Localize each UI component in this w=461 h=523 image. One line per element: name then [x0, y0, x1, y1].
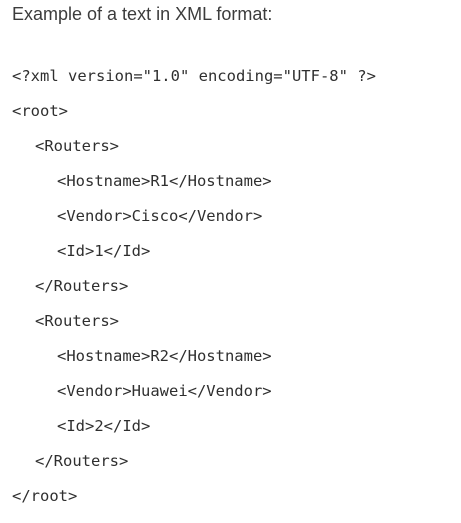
code-line-root-close: </root>	[12, 487, 78, 505]
code-line-routers-open: <Routers>	[35, 137, 119, 155]
code-line-routers-open: <Routers>	[35, 312, 119, 330]
code-line-vendor: <Vendor>Huawei</Vendor>	[57, 382, 272, 400]
code-line-routers-close: </Routers>	[35, 452, 129, 470]
code-line-hostname: <Hostname>R2</Hostname>	[57, 347, 272, 365]
code-line-hostname: <Hostname>R1</Hostname>	[57, 172, 272, 190]
code-line-id: <Id>1</Id>	[57, 242, 151, 260]
code-line-routers-close: </Routers>	[35, 277, 129, 295]
code-line-vendor: <Vendor>Cisco</Vendor>	[57, 207, 263, 225]
intro-heading: Example of a text in XML format:	[12, 4, 273, 24]
xml-code-block: <?xml version="1.0" encoding="UTF-8" ?> …	[12, 63, 376, 518]
code-line-xml-declaration: <?xml version="1.0" encoding="UTF-8" ?>	[12, 67, 376, 85]
code-line-root-open: <root>	[12, 102, 68, 120]
code-line-id: <Id>2</Id>	[57, 417, 151, 435]
